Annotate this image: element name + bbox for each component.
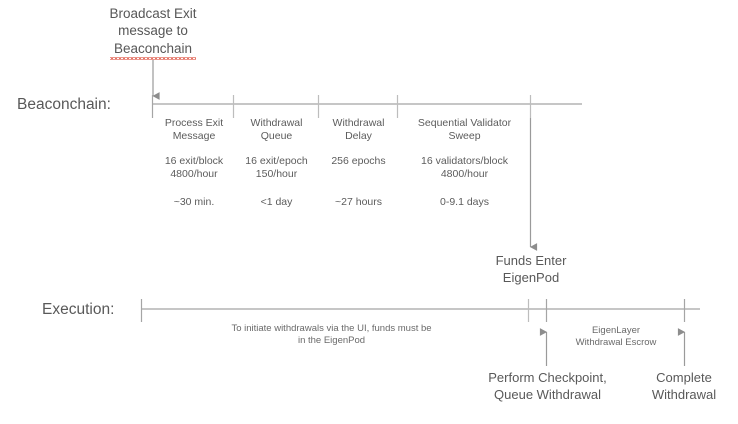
perform-checkpoint-label: Perform Checkpoint, Queue Withdrawal — [488, 370, 607, 402]
spellcheck-underline-beaconchain — [110, 57, 196, 60]
stage-2-name: Withdrawal Delay — [332, 117, 385, 143]
stage-0-duration: ~30 min. — [173, 196, 215, 208]
complete-withdrawal-label: Complete Withdrawal — [651, 370, 717, 402]
stage-0-rate: 16 exit/block 4800/hour — [164, 155, 224, 181]
stage-3-rate: 16 validators/block 4800/hour — [421, 155, 508, 181]
stage-1-name: Withdrawal Queue — [250, 117, 303, 143]
stage-1-rate: 16 exit/epoch 150/hour — [245, 155, 308, 181]
execution-lane-note: To initiate withdrawals via the UI, fund… — [231, 323, 432, 347]
stage-1-duration: <1 day — [260, 196, 293, 208]
broadcast-exit-callout: Broadcast Exit message to Beaconchain — [109, 6, 197, 56]
stage-3-duration: 0-9.1 days — [439, 196, 490, 208]
stage-2-rate: 256 epochs — [331, 155, 386, 167]
eigenlayer-withdrawal-escrow-label: EigenLayer Withdrawal Escrow — [575, 325, 657, 349]
lane-label-beaconchain: Beaconchain: — [17, 96, 111, 113]
lane-label-execution: Execution: — [42, 301, 115, 318]
stage-0-name: Process Exit Message — [164, 117, 224, 143]
funds-enter-eigenpod-label: Funds Enter EigenPod — [495, 253, 567, 285]
stage-2-duration: ~27 hours — [335, 196, 382, 208]
stage-3-name: Sequential Validator Sweep — [417, 117, 512, 143]
